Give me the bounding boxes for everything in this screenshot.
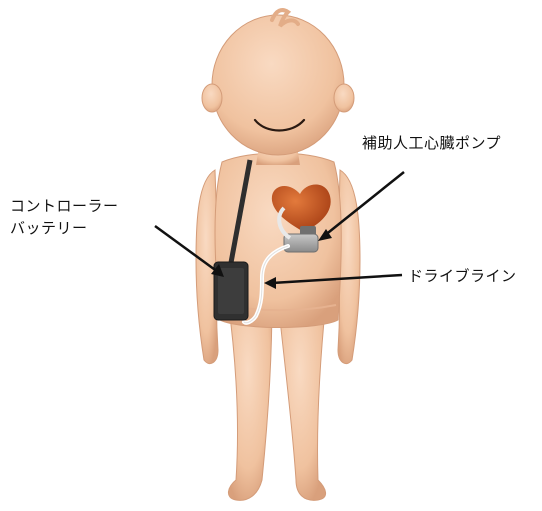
right-ear bbox=[334, 84, 354, 112]
right-leg bbox=[278, 300, 326, 500]
left-ear bbox=[202, 84, 222, 112]
left-leg bbox=[228, 300, 272, 500]
pump-label: 補助人工心臓ポンプ bbox=[362, 133, 501, 153]
child-figure bbox=[196, 10, 360, 500]
right-arm bbox=[338, 170, 360, 364]
controller-label: コントローラー bbox=[10, 196, 119, 216]
head bbox=[212, 15, 344, 155]
battery-label: バッテリー bbox=[10, 218, 88, 238]
driveline-label: ドライブライン bbox=[408, 266, 517, 286]
